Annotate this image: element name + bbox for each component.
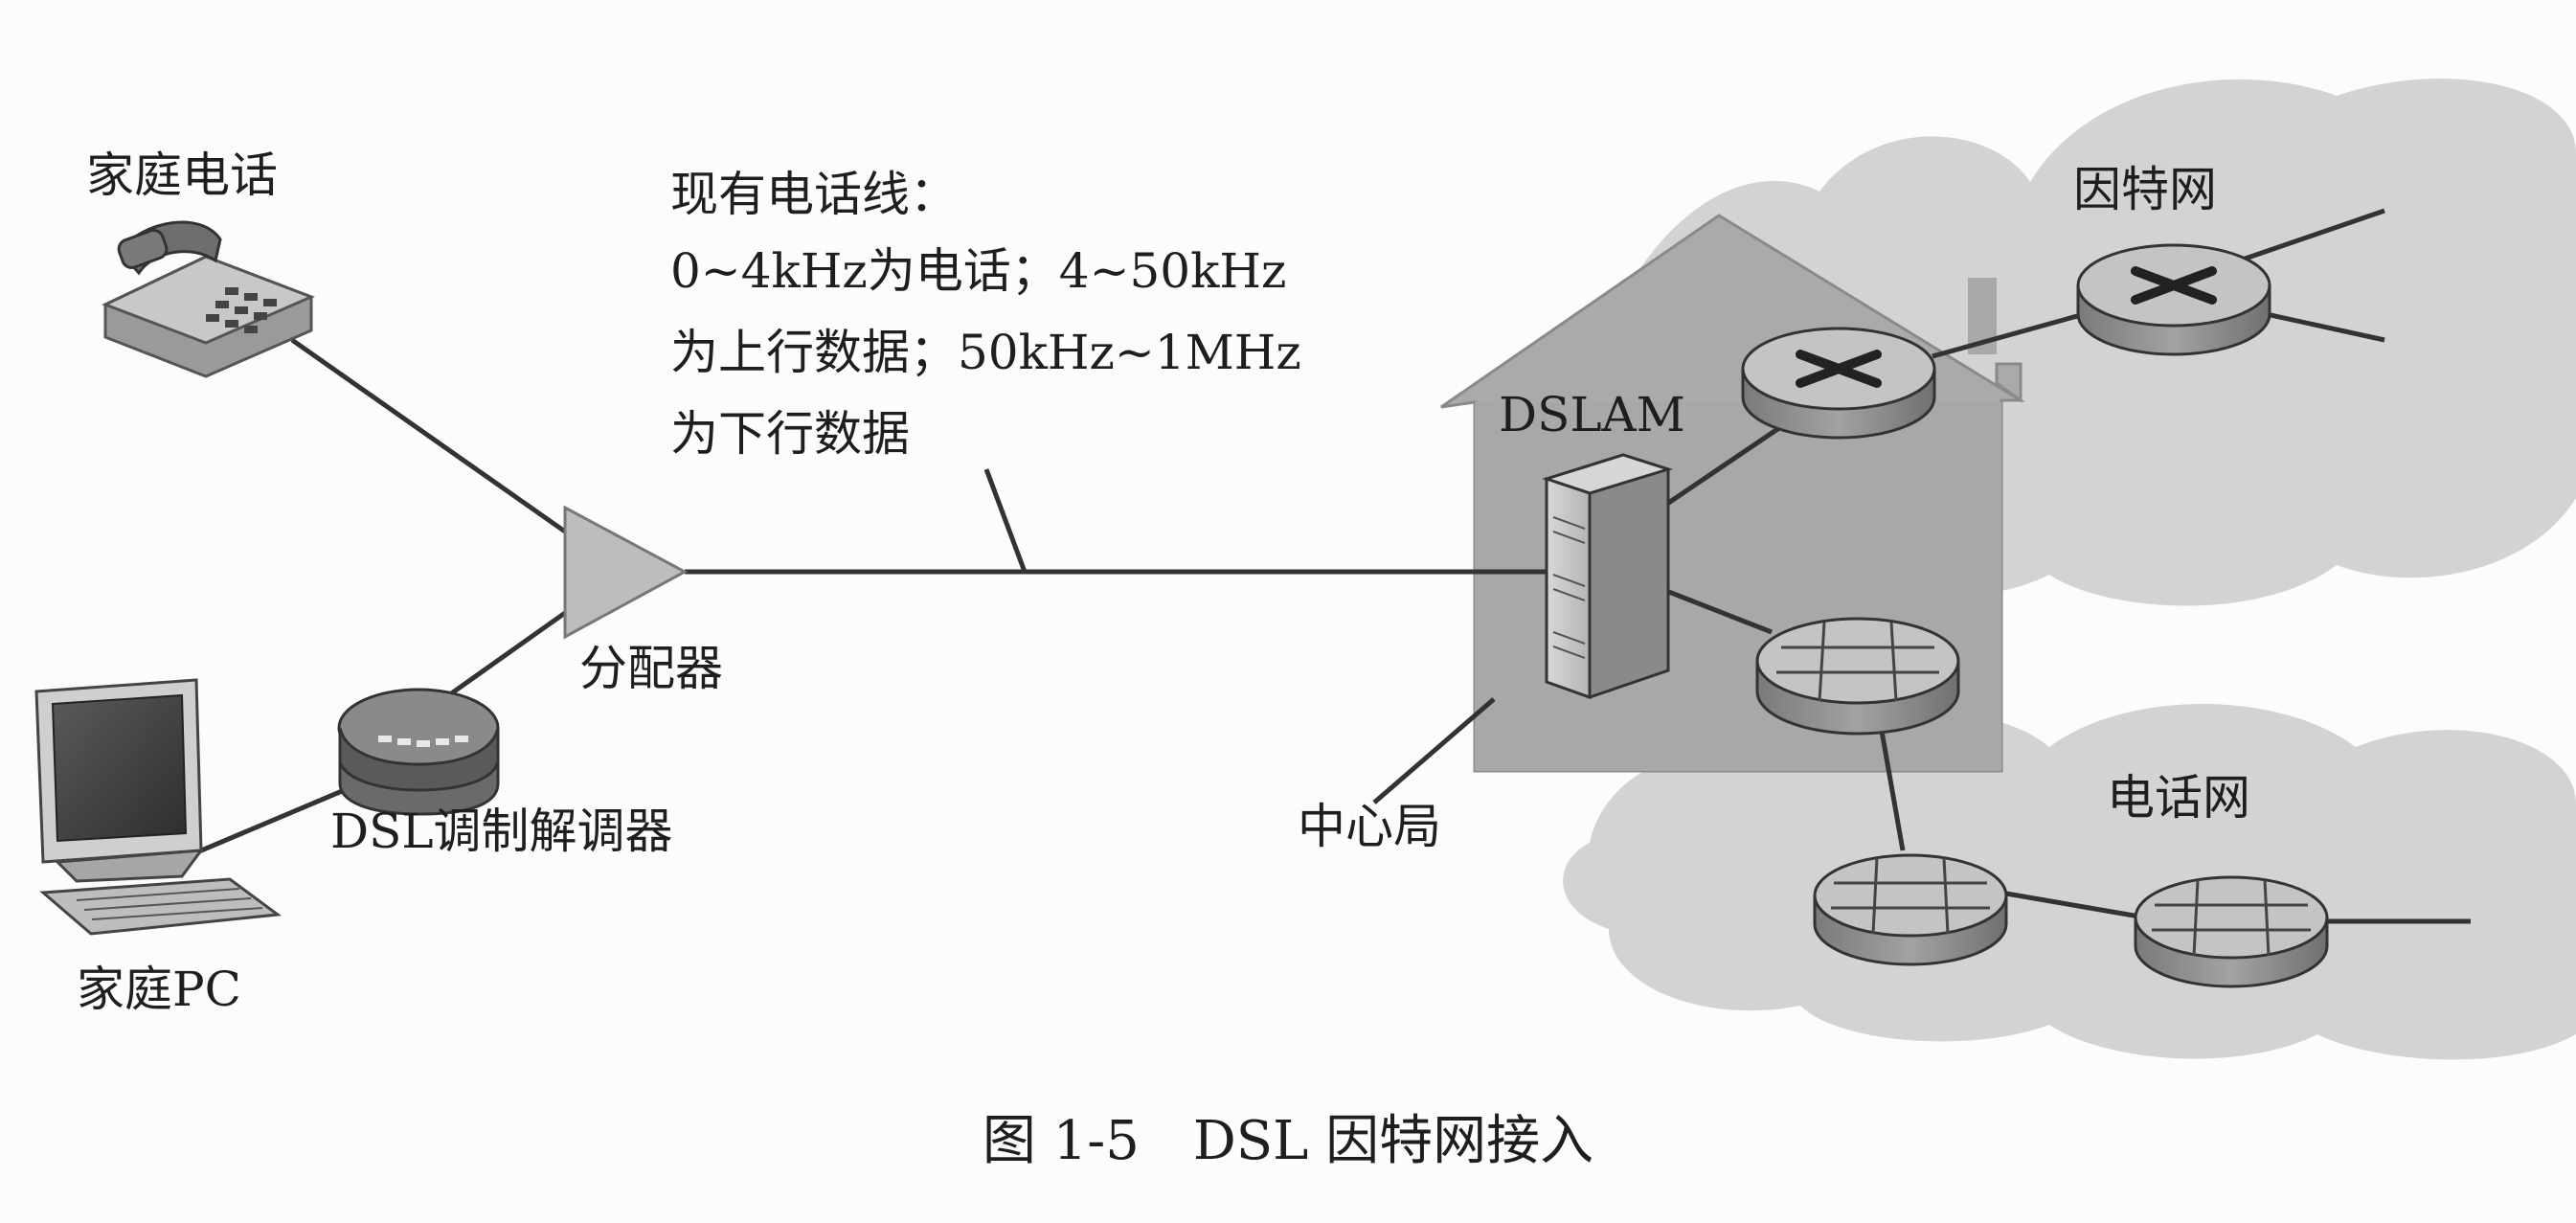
dsl-modem-icon [337, 688, 500, 816]
telephone-icon [102, 220, 315, 378]
home-phone-label: 家庭电话 [86, 147, 278, 203]
dslam-rack-icon [1542, 453, 1674, 700]
telephone-network-label: 电话网 [2107, 770, 2250, 826]
phone-line-label-line-3: 为上行数据；50kHz~1MHz [670, 325, 1301, 380]
internet-label: 因特网 [2073, 162, 2217, 217]
phone-line-label-line-4: 为下行数据 [670, 406, 910, 462]
telephone-network-cloud [1563, 704, 2576, 1060]
computer-icon [34, 678, 282, 936]
dsl-modem-label: DSL调制解调器 [330, 804, 673, 859]
telephone-switch-1 [1755, 617, 1960, 736]
internet-router-1 [1741, 327, 1936, 440]
phone-line-label-line-1: 现有电话线： [670, 167, 958, 222]
phone-line-label-line-2: 0~4kHz为电话；4~50kHz [670, 243, 1286, 299]
telephone-switch-2 [1813, 853, 2008, 966]
internet-router-2 [2076, 243, 2271, 356]
dslam-label: DSLAM [1499, 387, 1685, 442]
figure-caption: 图 1-5 DSL 因特网接入 [983, 1110, 1593, 1172]
telephone-switch-3 [2134, 875, 2329, 988]
central-office-label: 中心局 [1298, 799, 1441, 854]
home-pc-label: 家庭PC [77, 962, 241, 1017]
splitter [563, 505, 689, 640]
splitter-label: 分配器 [579, 641, 723, 696]
